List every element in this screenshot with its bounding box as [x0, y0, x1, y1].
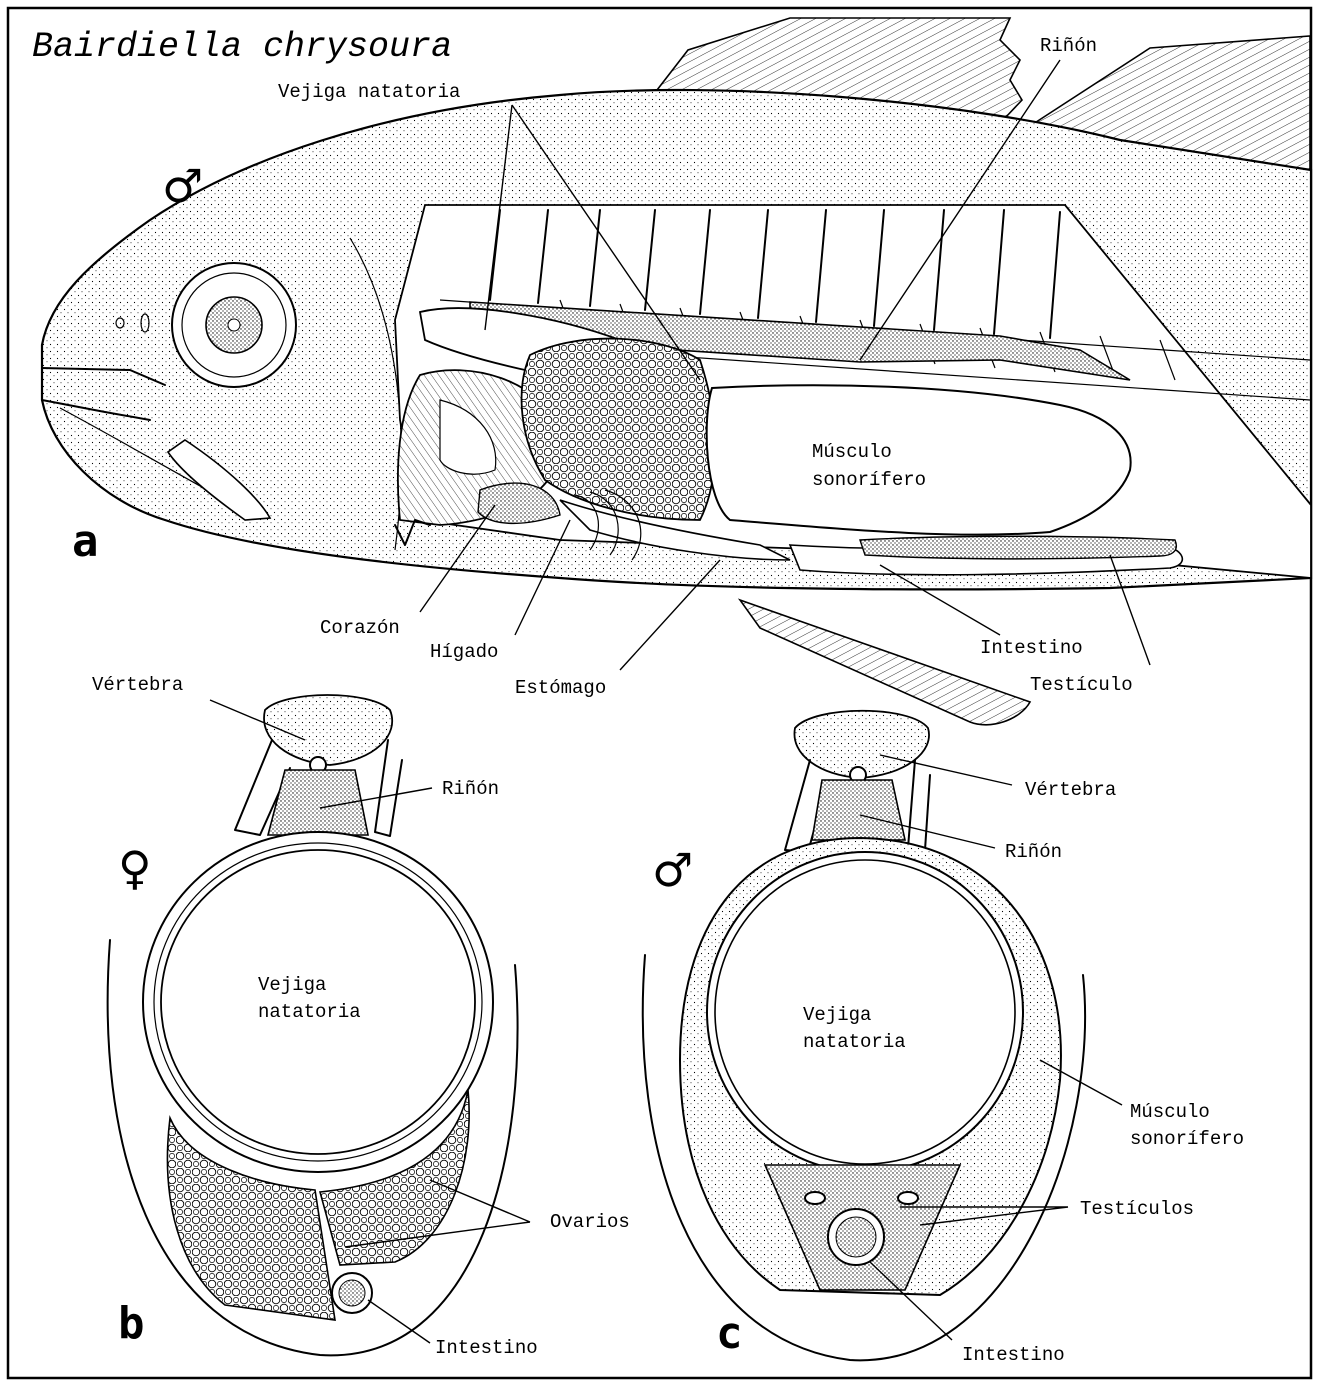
label-rinon-a: Riñón	[1040, 35, 1097, 57]
label-sonorifero-c: sonorífero	[1130, 1128, 1244, 1150]
label-corazon: Corazón	[320, 617, 400, 639]
label-vertebra-c: Vértebra	[1025, 779, 1116, 801]
kidney-c	[812, 780, 905, 840]
species-title: Bairdiella chrysoura	[32, 27, 452, 67]
label-vejiga-b: Vejiga	[258, 974, 326, 996]
testis-right	[898, 1192, 918, 1204]
label-intestino-a: Intestino	[980, 637, 1083, 659]
label-sonorifero-a: sonorífero	[812, 469, 926, 491]
panel-letter-c: c	[716, 1308, 743, 1359]
label-vejiga-c: Vejiga	[803, 1004, 871, 1026]
female-symbol-b: ♀	[118, 841, 152, 895]
pelvic-fin	[740, 600, 1030, 725]
male-symbol-a: ♂	[162, 159, 203, 213]
label-intestino-b: Intestino	[435, 1337, 538, 1359]
vertebra-b	[264, 695, 392, 765]
label-estomago: Estómago	[515, 677, 606, 699]
label-testiculo: Testículo	[1030, 674, 1133, 696]
label-vertebra-b: Vértebra	[92, 674, 183, 696]
panel-letter-b: b	[118, 1298, 145, 1349]
label-rinon-c: Riñón	[1005, 841, 1062, 863]
label-higado: Hígado	[430, 641, 498, 663]
label-natatoria-c: natatoria	[803, 1031, 906, 1053]
label-intestino-c: Intestino	[962, 1344, 1065, 1366]
panel-letter-a: a	[72, 516, 99, 567]
label-testiculos: Testículos	[1080, 1198, 1194, 1220]
label-musculo-a: Músculo	[812, 441, 892, 463]
panel-a-fish	[42, 18, 1311, 725]
label-musculo-c: Músculo	[1130, 1101, 1210, 1123]
label-vejiga-natatoria-a: Vejiga natatoria	[278, 81, 460, 103]
sonic-muscle	[707, 385, 1131, 534]
label-natatoria-b: natatoria	[258, 1001, 361, 1023]
label-rinon-b: Riñón	[442, 778, 499, 800]
testis-left	[805, 1192, 825, 1204]
testis	[860, 536, 1176, 559]
label-ovarios: Ovarios	[550, 1211, 630, 1233]
male-symbol-c: ♂	[652, 843, 693, 897]
